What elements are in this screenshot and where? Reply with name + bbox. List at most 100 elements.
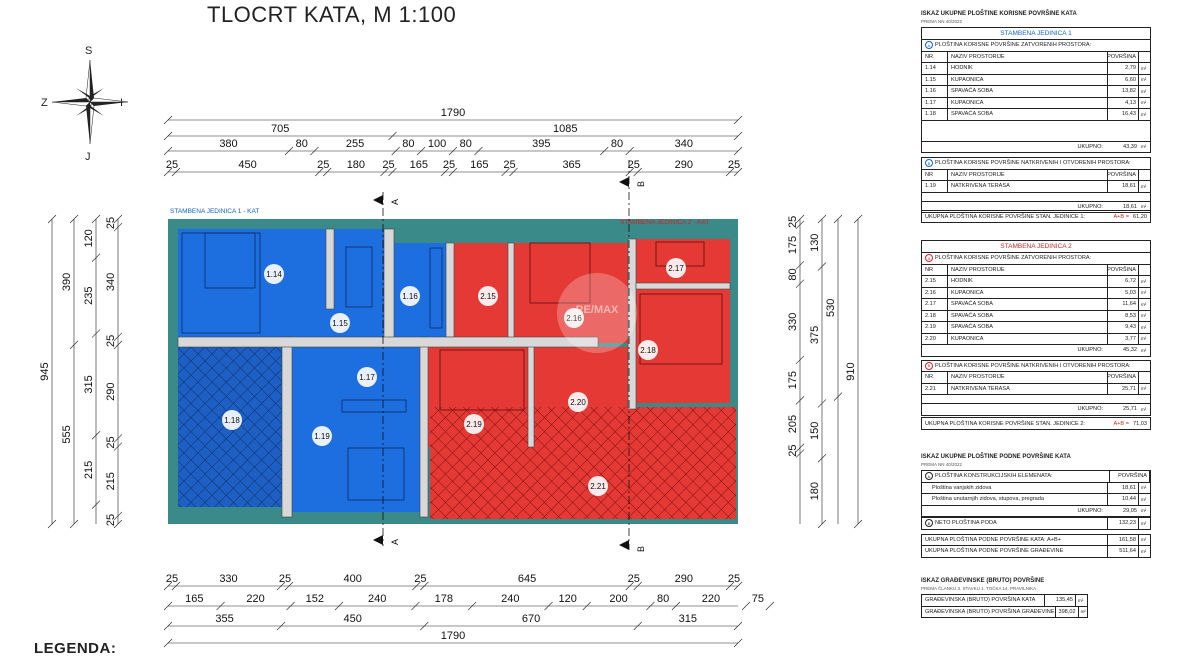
dim-bottom-row1-label: 25 — [728, 573, 740, 585]
dim-left-row2-label: 390 — [61, 273, 73, 291]
floor-plan: 1.14 1.15 1.16 1.17 1.18 1.19 2.15 2.16 … — [39, 107, 863, 648]
compass-n: S — [85, 45, 92, 57]
room-label-1-18: 1.19 — [314, 432, 330, 441]
dim-top-row2-label: 705 — [271, 123, 289, 135]
dim-top-row4-label: 165 — [470, 159, 488, 171]
dim-bottom-row1-label: 25 — [166, 573, 178, 585]
floor-total-row: UKUPNA PLOŠTINA PODNE POVRŠINE KATA: A+B… — [922, 534, 1150, 546]
dim-top-row3-label: 340 — [675, 138, 693, 150]
room-label-1-16: 1.14 — [266, 270, 282, 279]
dim-right-row4-label: 330 — [787, 313, 799, 331]
unit-1-head: STAMBENA JEDINICA 1 — [922, 28, 1150, 40]
dim-bottom-row2-label: 178 — [435, 593, 453, 605]
section-b-top: B — [636, 181, 646, 187]
compass-rose-icon: S J Z I — [41, 45, 129, 163]
dim-bottom-row3-label: 315 — [679, 613, 697, 625]
usable-area-title: ISKAZ UKUPNE PLOŠTINE KORISNE POVRŠINE K… — [921, 11, 1077, 17]
dim-right-total-label: 910 — [845, 362, 857, 380]
dim-left-row4-label: 340 — [105, 273, 117, 291]
legend-label: LEGENDA: — [34, 640, 117, 657]
dim-top-row2-label: 1085 — [553, 123, 577, 135]
dim-top-row4-label: 290 — [675, 159, 693, 171]
compass-s: J — [85, 151, 91, 163]
room-label-2-21: 2.21 — [590, 482, 606, 491]
dim-left-row4-label: 215 — [105, 472, 117, 490]
room-label-1-14: 1.15 — [332, 319, 348, 328]
gross-area-table: ISKAZ GRAĐEVINSKE (BRUTO) POVRŠINE PREMA… — [921, 578, 1151, 618]
dim-top-row3-label: 255 — [346, 138, 364, 150]
building-total-row: UKUPNA PLOŠTINA PODNE POVRŠINE GRAĐEVINE… — [922, 546, 1150, 557]
room-label-1-15: 1.16 — [402, 292, 418, 301]
gross-area-subtitle: PREMA ČLANKU 3. STAVKU 1. TOČKA 14. PRAV… — [921, 586, 1037, 591]
dim-right-row4-label: 25 — [787, 445, 799, 457]
dim-bottom-row1-label: 290 — [675, 573, 693, 585]
dim-bottom-row1-label: 400 — [344, 573, 362, 585]
room-label-2-19: 2.18 — [640, 346, 656, 355]
dim-top-row3-label: 380 — [219, 138, 237, 150]
dim-left-row3-label: 235 — [83, 286, 95, 304]
dim-bottom-row2-label: 165 — [185, 593, 203, 605]
dim-top-row3-label: 80 — [611, 138, 623, 150]
floor-area-title: ISKAZ UKUPNE PLOŠTINE PODNE POVRŠINE KAT… — [921, 454, 1071, 460]
dim-top-row4-label: 25 — [628, 159, 640, 171]
dim-top-row4-label: 25 — [382, 159, 394, 171]
dim-left-row4-label: 290 — [105, 382, 117, 400]
dim-bottom-row1-label: 645 — [518, 573, 536, 585]
dim-top-row4-label: 25 — [317, 159, 329, 171]
unit-1-total: UKUPNA PLOŠTINA KORISNE POVRŠINE STAN. J… — [921, 210, 1151, 223]
dim-top-row3-label: 80 — [402, 138, 414, 150]
dim-bottom-row1-label: 25 — [279, 573, 291, 585]
dim-top-row4-label: 180 — [347, 159, 365, 171]
dim-right-row4-label: 175 — [787, 236, 799, 254]
unit-2-label: STAMBENA JEDINICA 2 - KAT — [620, 219, 709, 226]
dim-bottom-row2-label: 220 — [702, 593, 720, 605]
section-b-bottom: B — [636, 546, 646, 552]
dim-left-total-label: 945 — [39, 362, 51, 380]
dim-right-row4-label: 25 — [787, 216, 799, 228]
room-label-2-20: 2.17 — [668, 264, 684, 273]
dim-top-row3-label: 80 — [296, 138, 308, 150]
dim-right-row4-label: 175 — [787, 371, 799, 389]
dim-top-row4-label: 365 — [562, 159, 580, 171]
unit-2-head: STAMBENA JEDINICA 2 — [922, 241, 1150, 253]
dim-right-row3-label: 150 — [809, 422, 821, 440]
dim-top-row4-label: 25 — [728, 159, 740, 171]
dim-bottom-row1-label: 330 — [219, 573, 237, 585]
dim-bottom-total-label: 1790 — [441, 630, 465, 642]
unit-2-total: UKUPNA PLOŠTINA KORISNE POVRŠINE STAN. J… — [921, 417, 1151, 430]
dim-bottom-row1-label: 25 — [628, 573, 640, 585]
dim-right-row2-label: 530 — [825, 299, 837, 317]
dim-top-row3-label: 100 — [428, 138, 446, 150]
gross-area-title: ISKAZ GRAĐEVINSKE (BRUTO) POVRŠINE — [921, 578, 1045, 584]
room-label-2-15: 2.16 — [566, 314, 582, 323]
dim-left-row2-label: 555 — [61, 425, 73, 443]
page-title: TLOCRT KATA, M 1:100 — [207, 2, 457, 27]
section-a-top: A — [390, 199, 400, 205]
floor-area-table: ISKAZ UKUPNE PLOŠTINE PODNE POVRŠINE KAT… — [921, 454, 1151, 558]
dim-bottom-row2-label: 80 — [657, 593, 669, 605]
unit-1-label: STAMBENA JEDINICA 1 - KAT — [170, 208, 259, 215]
dim-bottom-row3-label: 670 — [522, 613, 540, 625]
dim-left-row4-label: 25 — [105, 514, 117, 526]
dim-bottom-row2-label: 75 — [752, 593, 764, 605]
compass-w: Z — [41, 97, 48, 109]
dim-right-row4-label: 205 — [787, 415, 799, 433]
